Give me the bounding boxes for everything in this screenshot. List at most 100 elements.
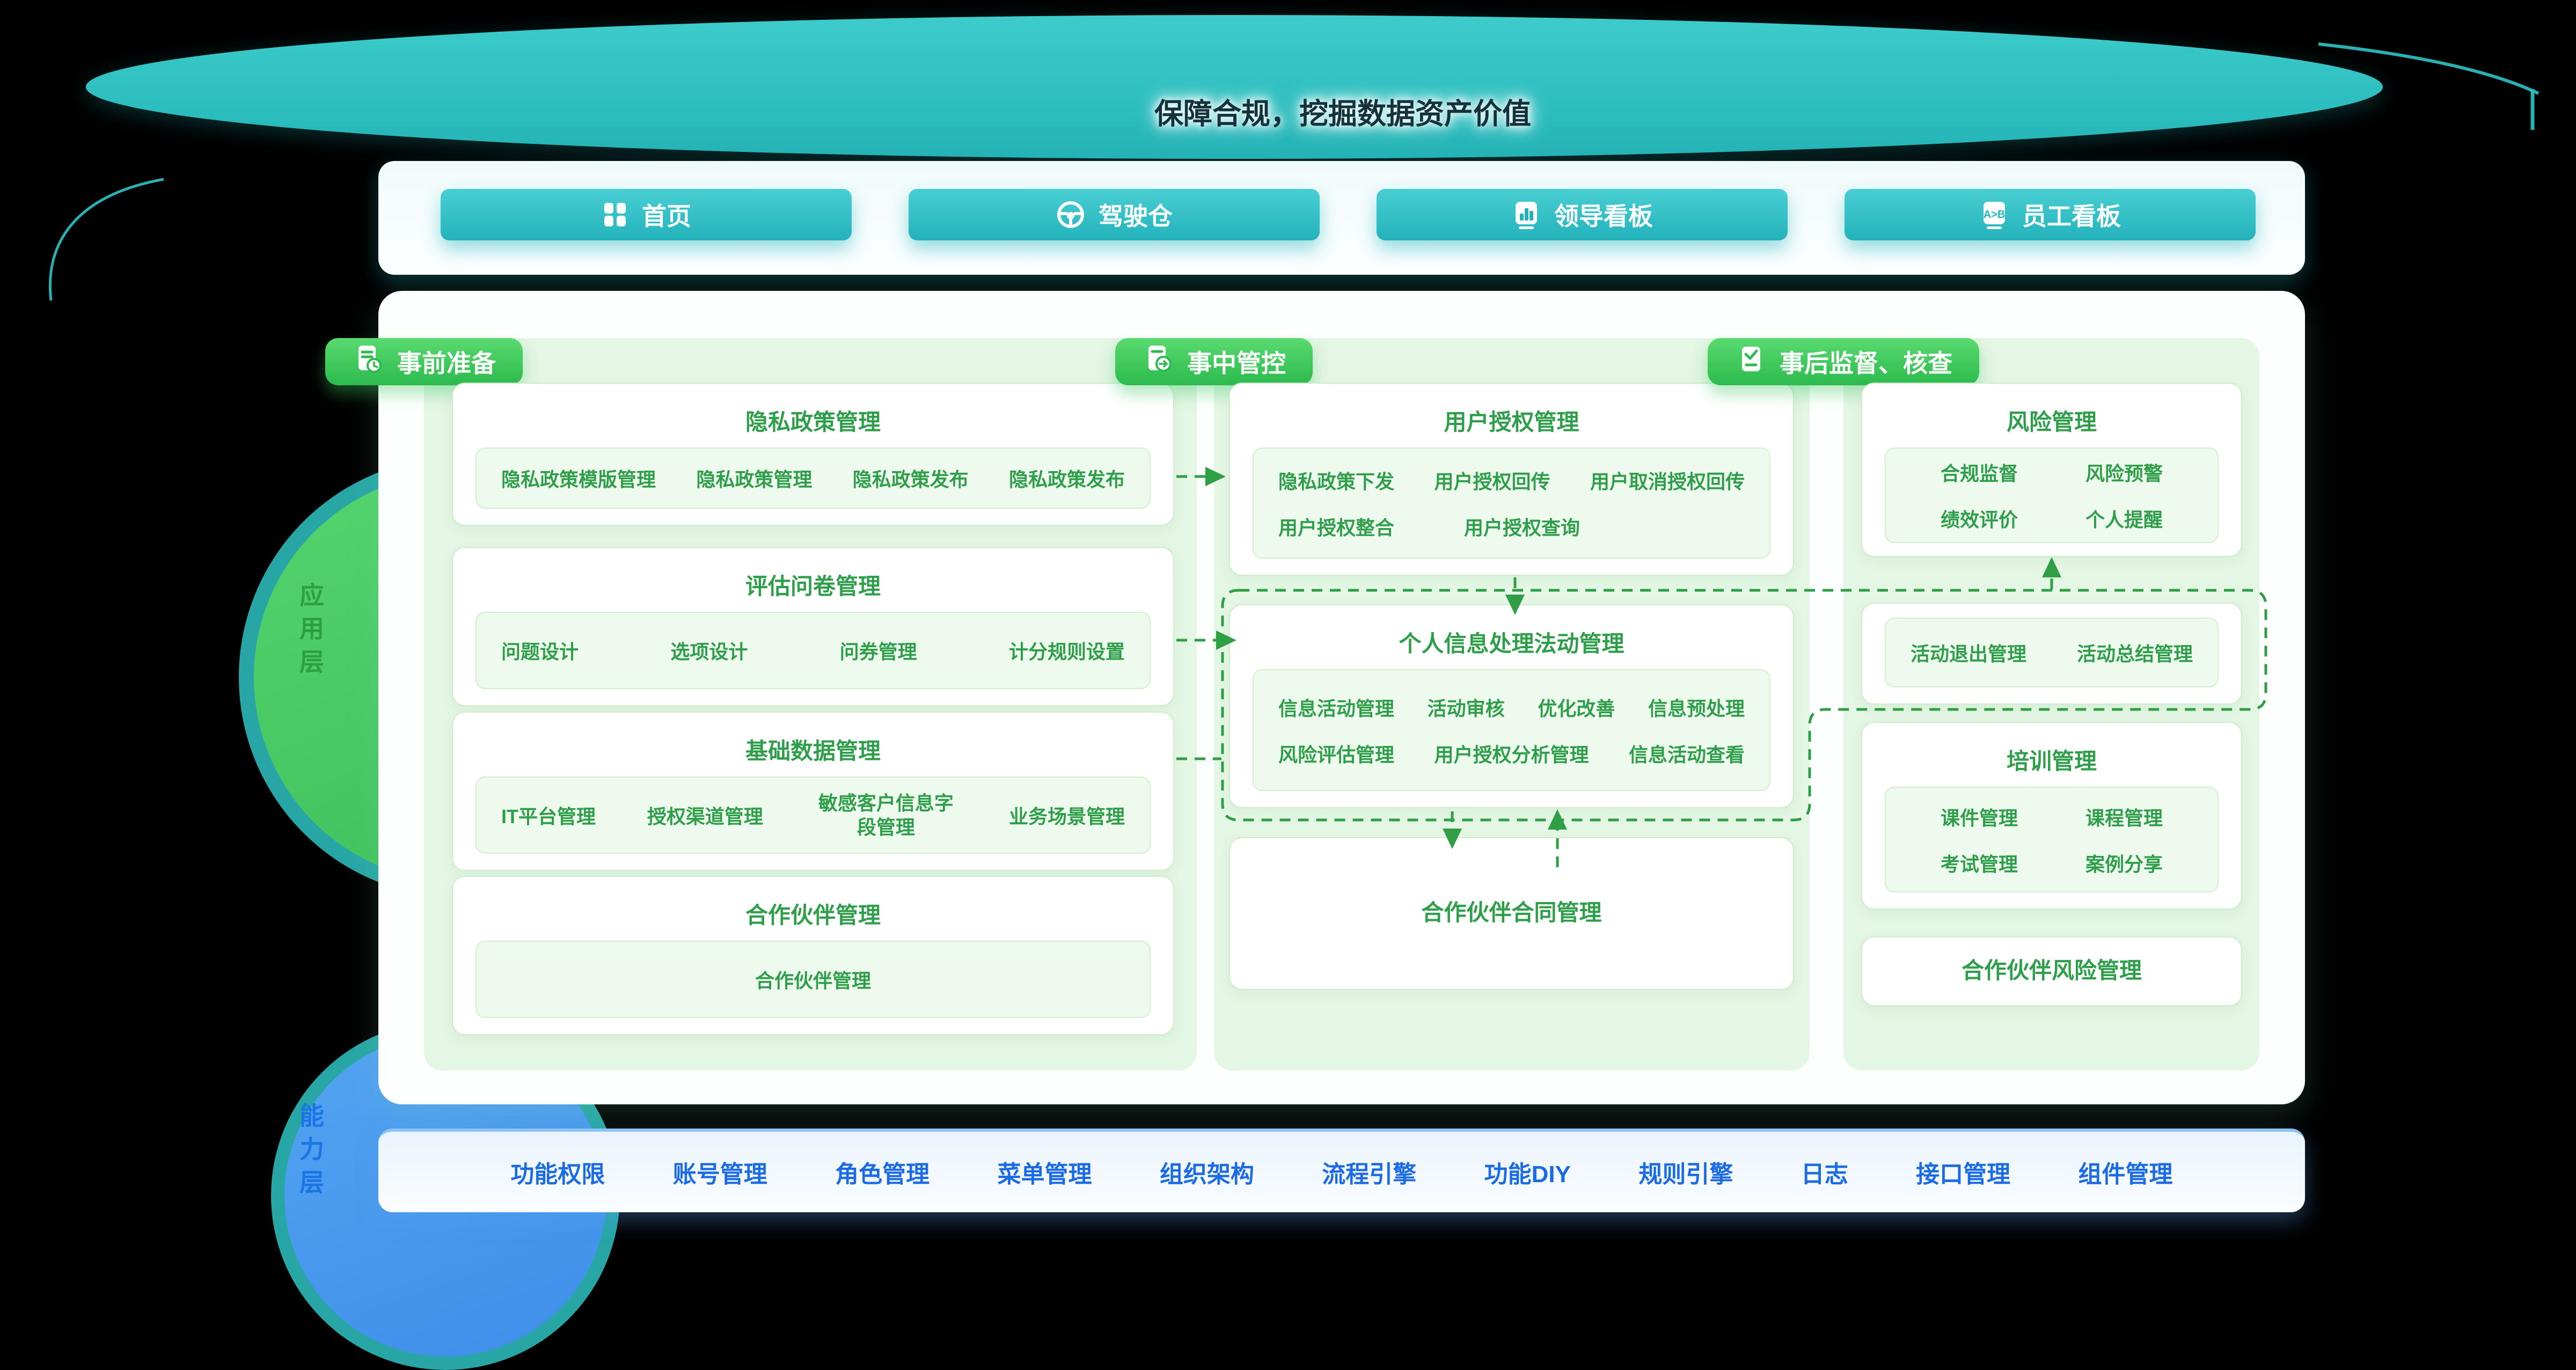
module-item[interactable]: 问题设计 bbox=[501, 641, 579, 663]
column-post-stage: 事后监督、核查 风险管理 合规监督 风险预警 绩效评价 个人提醒 活动退出管理 … bbox=[1708, 338, 2259, 1071]
badge-label: 事中管控 bbox=[1187, 349, 1286, 377]
capability-layer-label: 能力层 bbox=[296, 1103, 324, 1203]
module-item[interactable]: 敏感客户信息字段管理 bbox=[818, 792, 954, 838]
module-item[interactable]: 风险预警 bbox=[2085, 463, 2163, 485]
badge-label: 事前准备 bbox=[397, 349, 496, 377]
bottom-bar: 功能权限 账号管理 角色管理 菜单管理 组织架构 流程引擎 功能DIY 规则引擎… bbox=[378, 1129, 2305, 1212]
module-item[interactable]: 业务场景管理 bbox=[1008, 805, 1125, 827]
panel-title: 合作伙伴管理 bbox=[745, 903, 881, 928]
bottom-item-rules[interactable]: 规则引擎 bbox=[1638, 1161, 1733, 1188]
top-banner bbox=[86, 15, 2383, 159]
bottom-item-roles[interactable]: 角色管理 bbox=[835, 1161, 930, 1188]
panel-title: 风险管理 bbox=[2006, 409, 2097, 435]
item-box: 问题设计 选项设计 问券管理 计分规则设置 bbox=[475, 612, 1151, 689]
bottom-item-logs[interactable]: 日志 bbox=[1801, 1161, 1848, 1188]
nav-button-label: 首页 bbox=[642, 202, 691, 230]
module-item[interactable]: 信息活动查看 bbox=[1628, 743, 1745, 766]
panel-title: 合作伙伴合同管理 bbox=[1421, 900, 1602, 925]
panel-risk-management: 风险管理 合规监督 风险预警 绩效评价 个人提醒 bbox=[1861, 383, 2242, 557]
module-item[interactable]: 用户授权分析管理 bbox=[1434, 743, 1589, 766]
panel-title: 基础数据管理 bbox=[745, 738, 881, 764]
badge-during-stage: 事中管控 bbox=[1115, 338, 1313, 385]
panel-title: 隐私政策管理 bbox=[745, 409, 881, 435]
module-item[interactable]: 合规监督 bbox=[1941, 463, 2018, 485]
module-item[interactable]: 活动审核 bbox=[1427, 697, 1505, 720]
column-pre-stage: 事前准备 隐私政策管理 隐私政策模版管理 隐私政策管理 隐私政策发布 隐私政策发… bbox=[325, 338, 1197, 1071]
module-item[interactable]: 隐私政策管理 bbox=[696, 468, 813, 490]
module-item[interactable]: 隐私政策下发 bbox=[1278, 470, 1395, 493]
bottom-item-workflow[interactable]: 流程引擎 bbox=[1322, 1161, 1417, 1188]
panel-questionnaire: 评估问卷管理 问题设计 选项设计 问券管理 计分规则设置 bbox=[452, 547, 1174, 706]
column-during-stage: 事中管控 用户授权管理 隐私政策下发 用户授权回传 用户取消授权回传 用户授权整… bbox=[1115, 338, 1810, 1071]
svg-text:A>B: A>B bbox=[1984, 209, 2006, 221]
banner-title: 保障合规，挖掘数据资产价值 bbox=[1154, 98, 1531, 130]
badge-pre-stage: 事前准备 bbox=[325, 338, 523, 385]
a-to-b-icon: A>B bbox=[1979, 200, 2009, 230]
item-box: 活动退出管理 活动总结管理 bbox=[1885, 618, 2219, 687]
panel-title: 合作伙伴风险管理 bbox=[1961, 957, 2142, 983]
module-item[interactable]: 用户授权整合 bbox=[1278, 516, 1395, 539]
panel-title: 评估问卷管理 bbox=[745, 574, 881, 599]
panel-personal-info-activity: 个人信息处理法动管理 信息活动管理 活动审核 优化改善 信息预处理 风险评估管理… bbox=[1229, 604, 1794, 808]
panel-title: 个人信息处理法动管理 bbox=[1399, 631, 1624, 656]
module-item[interactable]: 活动总结管理 bbox=[2076, 643, 2193, 665]
bottom-item-interfaces[interactable]: 接口管理 bbox=[1916, 1161, 2011, 1188]
nav-button-cockpit[interactable]: 驾驶仓 bbox=[909, 189, 1320, 240]
panel-title: 用户授权管理 bbox=[1444, 409, 1579, 435]
module-item[interactable]: IT平台管理 bbox=[501, 805, 596, 827]
nav-button-employee-board[interactable]: A>B 员工看板 bbox=[1845, 189, 2256, 240]
bottom-item-menus[interactable]: 菜单管理 bbox=[997, 1161, 1092, 1188]
panel-training: 培训管理 课件管理 课程管理 考试管理 案例分享 bbox=[1861, 722, 2242, 910]
module-item[interactable]: 案例分享 bbox=[2085, 853, 2163, 875]
module-item[interactable]: 信息预处理 bbox=[1648, 697, 1745, 720]
bottom-item-diy[interactable]: 功能DIY bbox=[1484, 1161, 1571, 1188]
module-item[interactable]: 用户授权查询 bbox=[1464, 516, 1580, 539]
panel-title: 培训管理 bbox=[2006, 749, 2097, 774]
panel-activity-exit: 活动退出管理 活动总结管理 bbox=[1861, 603, 2242, 705]
module-item[interactable]: 活动退出管理 bbox=[1911, 643, 2027, 665]
panel-partner-contract: 合作伙伴合同管理 bbox=[1229, 837, 1794, 990]
module-item[interactable]: 绩效评价 bbox=[1941, 509, 2018, 531]
document-clock-icon bbox=[352, 342, 385, 382]
application-layer-label: 应用层 bbox=[296, 582, 324, 682]
module-item[interactable]: 隐私政策模版管理 bbox=[501, 468, 656, 490]
module-item[interactable]: 信息活动管理 bbox=[1278, 697, 1395, 720]
module-item[interactable]: 隐私政策发布 bbox=[1008, 468, 1125, 490]
item-box: 隐私政策下发 用户授权回传 用户取消授权回传 用户授权整合 用户授权查询 bbox=[1253, 448, 1770, 559]
bottom-item-accounts[interactable]: 账号管理 bbox=[672, 1161, 767, 1188]
panel-privacy-policy: 隐私政策管理 隐私政策模版管理 隐私政策管理 隐私政策发布 隐私政策发布 bbox=[452, 383, 1174, 526]
module-item[interactable]: 考试管理 bbox=[1941, 853, 2018, 875]
item-box: 合作伙伴管理 bbox=[475, 941, 1151, 1018]
module-item[interactable]: 优化改善 bbox=[1538, 697, 1615, 720]
module-item[interactable]: 选项设计 bbox=[670, 641, 748, 663]
bottom-item-organization[interactable]: 组织架构 bbox=[1159, 1161, 1254, 1188]
module-item[interactable]: 计分规则设置 bbox=[1008, 641, 1125, 663]
grid-icon bbox=[601, 201, 629, 229]
module-item[interactable]: 合作伙伴管理 bbox=[755, 970, 871, 992]
item-box: IT平台管理 授权渠道管理 敏感客户信息字段管理 业务场景管理 bbox=[475, 776, 1151, 854]
module-item[interactable]: 授权渠道管理 bbox=[647, 805, 763, 827]
module-item[interactable]: 课件管理 bbox=[1941, 807, 2018, 829]
steering-wheel-icon bbox=[1056, 200, 1086, 230]
nav-button-label: 驾驶仓 bbox=[1099, 202, 1173, 230]
bottom-item-components[interactable]: 组件管理 bbox=[2078, 1161, 2173, 1188]
clipboard-check-icon bbox=[1735, 342, 1768, 382]
module-item[interactable]: 隐私政策发布 bbox=[852, 468, 969, 490]
item-box: 信息活动管理 活动审核 优化改善 信息预处理 风险评估管理 用户授权分析管理 信… bbox=[1253, 669, 1770, 791]
nav-button-home[interactable]: 首页 bbox=[441, 189, 852, 240]
panel-user-authorization: 用户授权管理 隐私政策下发 用户授权回传 用户取消授权回传 用户授权整合 用户授… bbox=[1229, 383, 1794, 576]
nav-button-label: 员工看板 bbox=[2022, 202, 2121, 230]
module-item[interactable]: 课程管理 bbox=[2085, 807, 2163, 829]
nav-button-label: 领导看板 bbox=[1554, 202, 1653, 230]
panel-partner-risk: 合作伙伴风险管理 bbox=[1861, 936, 2242, 1006]
nav-button-leader-board[interactable]: 领导看板 bbox=[1377, 189, 1788, 240]
panel-base-data: 基础数据管理 IT平台管理 授权渠道管理 敏感客户信息字段管理 业务场景管理 bbox=[452, 712, 1174, 871]
module-item[interactable]: 风险评估管理 bbox=[1278, 743, 1395, 766]
module-item[interactable]: 问券管理 bbox=[839, 641, 917, 663]
bottom-item-permissions[interactable]: 功能权限 bbox=[510, 1161, 605, 1188]
item-box: 隐私政策模版管理 隐私政策管理 隐私政策发布 隐私政策发布 bbox=[475, 448, 1151, 509]
module-item[interactable]: 个人提醒 bbox=[2085, 509, 2163, 531]
module-item[interactable]: 用户取消授权回传 bbox=[1590, 470, 1745, 493]
badge-post-stage: 事后监督、核查 bbox=[1708, 338, 1979, 385]
module-item[interactable]: 用户授权回传 bbox=[1434, 470, 1550, 493]
